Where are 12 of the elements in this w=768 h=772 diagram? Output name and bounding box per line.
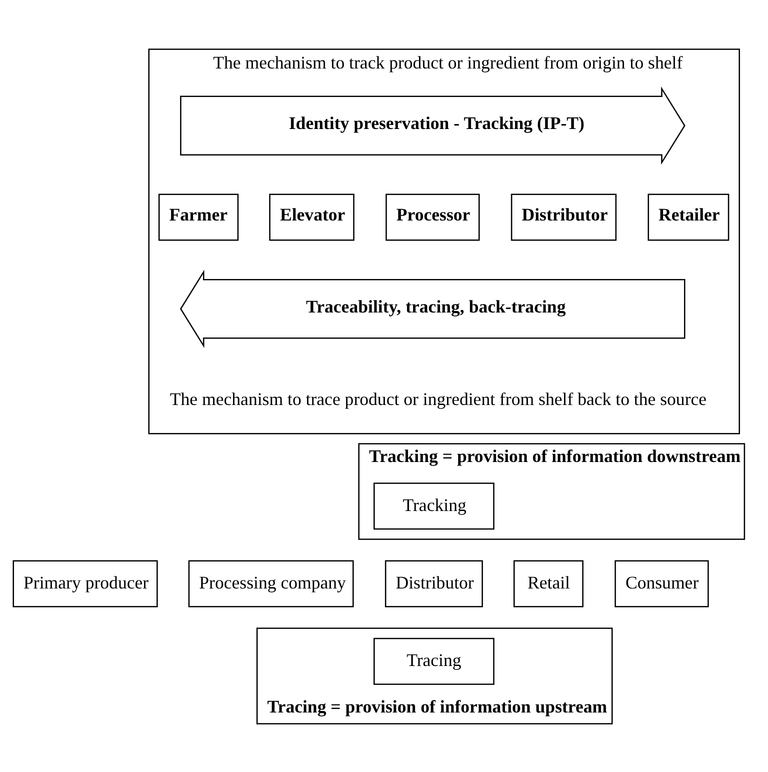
node-box: Distributor <box>510 193 617 240</box>
node-box: Processor <box>386 193 480 240</box>
node-box: Processing company <box>188 560 354 607</box>
node-box: Tracking <box>374 482 494 530</box>
node-box: Primary producer <box>12 560 158 607</box>
node-box: Consumer <box>614 560 709 607</box>
node-box: Distributor <box>384 560 483 607</box>
node-box: Farmer <box>158 193 239 240</box>
node-box: Elevator <box>269 193 354 240</box>
node-box: Retailer <box>648 193 730 240</box>
node-box: Retail <box>513 560 584 607</box>
node-box: Tracing <box>374 637 494 684</box>
